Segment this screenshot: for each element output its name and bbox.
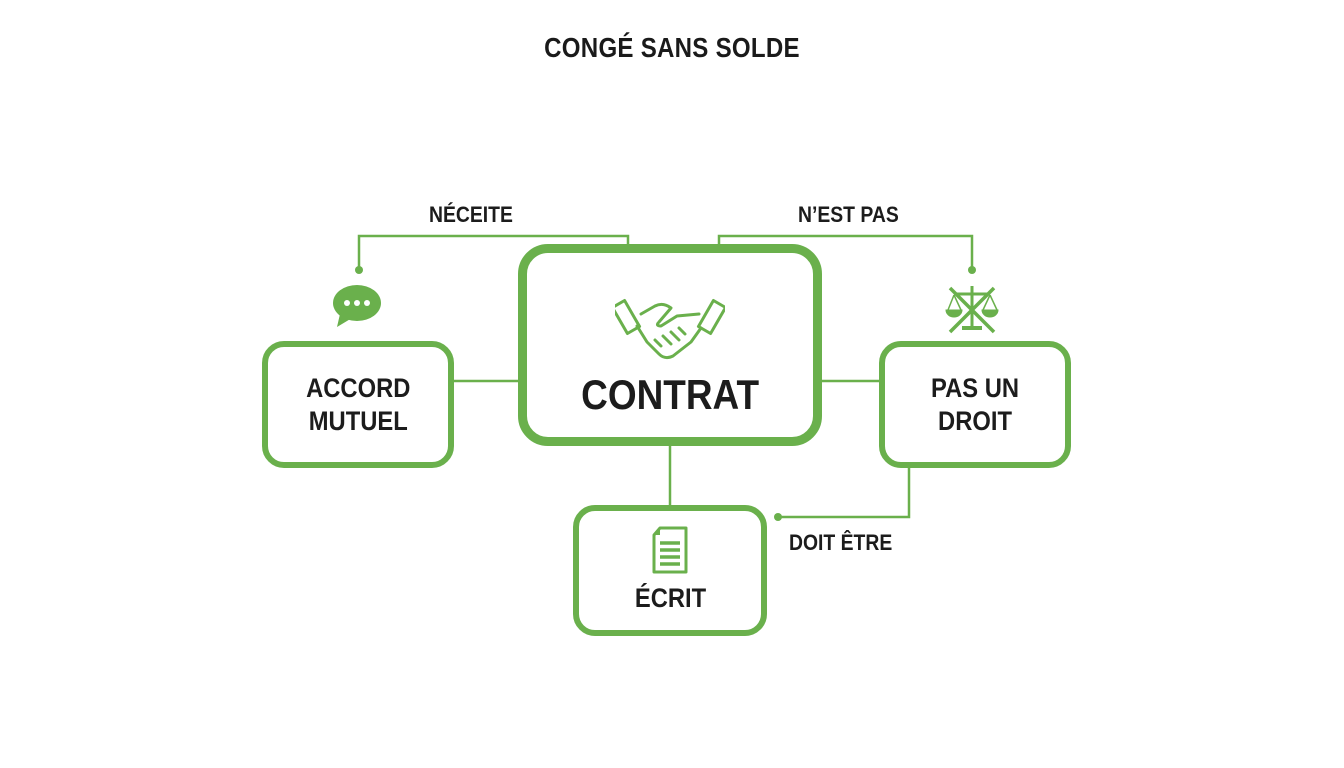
handshake-icon: [615, 299, 725, 360]
edge-label-doit-etre: DOIT ÊTRE: [789, 530, 893, 555]
node-accord-mutuel[interactable]: ACCORD MUTUEL: [262, 341, 454, 468]
node-label: PAS UN: [930, 372, 1019, 403]
node-label: CONTRAT: [581, 371, 759, 418]
node-label: MUTUEL: [308, 405, 408, 436]
crossed-scales-icon: [945, 286, 999, 334]
node-label: DROIT: [938, 405, 1012, 436]
page-title: CONGÉ SANS SOLDE: [544, 32, 800, 63]
node-contrat[interactable]: CONTRAT: [518, 244, 822, 446]
node-ecrit[interactable]: ÉCRIT: [573, 505, 767, 636]
node-label: ACCORD: [305, 372, 411, 403]
node-label: ÉCRIT: [634, 583, 706, 613]
edge-label-nest-pas: N’EST PAS: [798, 202, 899, 227]
speech-bubble-icon: [333, 285, 381, 327]
node-pas-un-droit[interactable]: PAS UN DROIT: [879, 341, 1071, 468]
document-icon: [652, 526, 688, 574]
edge-label-neceite: NÉCEITE: [429, 202, 513, 227]
